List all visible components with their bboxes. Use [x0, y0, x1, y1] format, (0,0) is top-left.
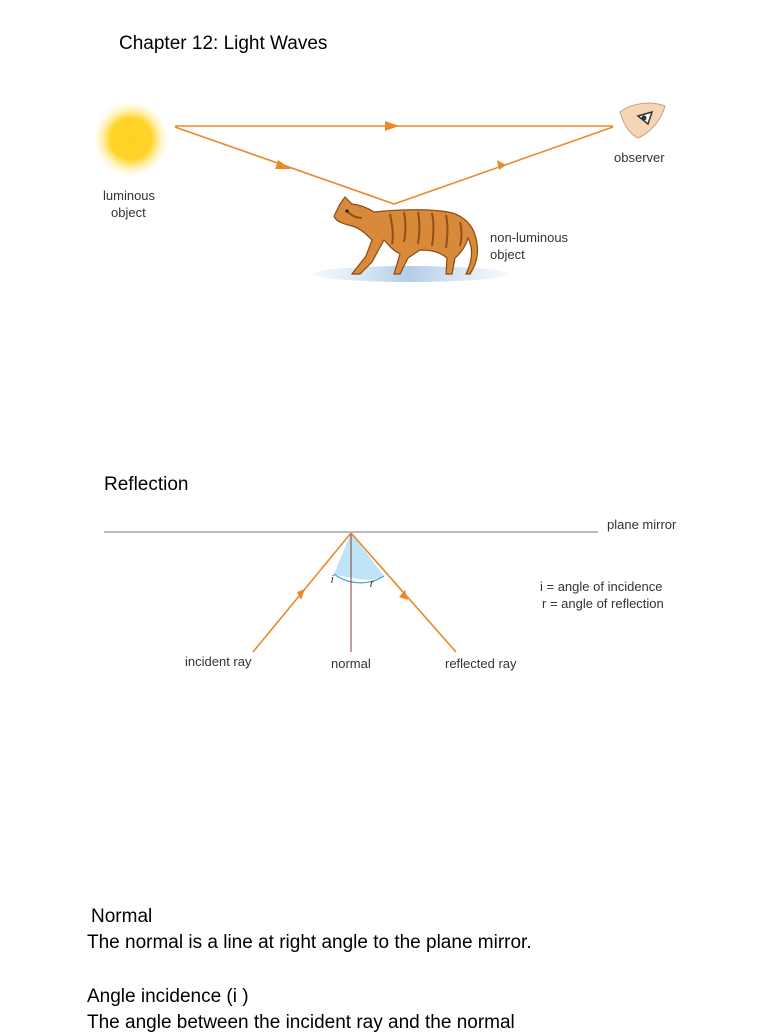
nonluminous-label-line2: object — [490, 247, 525, 262]
normal-heading: Normal — [91, 906, 153, 927]
mirror-label: plane mirror — [607, 517, 677, 532]
nonluminous-label-line1: non-luminous — [490, 230, 569, 245]
incidence-definition: The angle between the incident ray and t… — [87, 1012, 515, 1033]
incident-arrow — [297, 589, 305, 600]
eye-icon — [619, 102, 666, 139]
angle-i-symbol: i — [331, 574, 334, 586]
angle-r-fill — [351, 533, 384, 580]
angle-arc — [333, 573, 385, 584]
luminous-label-line1: luminous — [103, 188, 156, 203]
page-title: Chapter 12: Light Waves — [119, 33, 328, 54]
angle-r-symbol: r — [370, 578, 374, 590]
sun-icon — [93, 101, 169, 177]
reflected-ray-label: reflected ray — [445, 656, 517, 671]
observer-label: observer — [614, 150, 665, 165]
ray-arrows — [275, 121, 506, 170]
normal-label: normal — [331, 656, 371, 671]
cat-icon — [333, 196, 479, 275]
reflected-ray-path — [174, 126, 614, 205]
normal-definition: The normal is a line at right angle to t… — [87, 932, 532, 953]
incidence-heading: Angle incidence (i ) — [87, 986, 249, 1007]
legend-reflection: r = angle of reflection — [542, 596, 664, 611]
reflection-heading: Reflection — [104, 474, 189, 495]
legend-incidence: i = angle of incidence — [540, 579, 663, 594]
luminous-label-line2: object — [111, 205, 146, 220]
incident-ray-label: incident ray — [185, 654, 252, 669]
angle-i-fill — [334, 533, 351, 578]
reflected-arrow — [399, 590, 408, 600]
